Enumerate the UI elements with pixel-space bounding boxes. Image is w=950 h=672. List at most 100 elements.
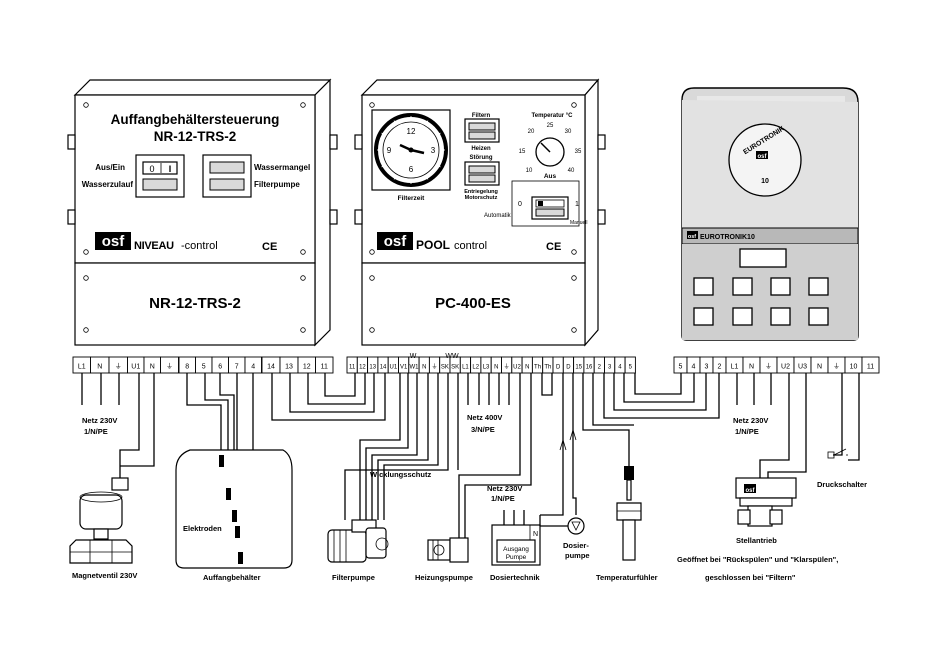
dosierpumpe-a: Dosier- (563, 541, 589, 550)
auffangbehaelter-label: Auffangbehälter (203, 573, 261, 582)
terminal-label-g4-3: 14 (380, 365, 387, 371)
terminal-label-g4-21: D (566, 365, 571, 371)
u1-model: NR-12-TRS-2 (149, 295, 241, 312)
valve-actuator: osf (736, 478, 796, 526)
u1-switch-1: I (169, 164, 172, 174)
terminal-label-g5-12: 11 (867, 364, 874, 371)
magnetventil-label: Magnetventil 230V (72, 571, 137, 580)
label-entriegelung-2: Motorschutz (465, 195, 498, 201)
terminal-label-g4-2: 13 (369, 365, 376, 371)
elektroden-label: Elektroden (183, 524, 222, 533)
u1-lamp-water-in (143, 179, 177, 190)
u1-title-1: Auffangbehältersteuerung (111, 112, 280, 127)
u2-model: PC-400-ES (435, 295, 511, 312)
u1-product-suffix: -control (181, 240, 218, 252)
eurotronik-key-4[interactable] (809, 278, 828, 295)
label-filtern: Filtern (472, 113, 491, 119)
temperaturfuehler-label: Temperaturfühler (596, 573, 658, 582)
dial-35: 35 (575, 149, 582, 155)
eurotronik-key-3[interactable] (771, 278, 790, 295)
filterpumpe-label: Filterpumpe (332, 573, 375, 582)
eurotronik-key-8[interactable] (809, 308, 828, 325)
netz3-a: Netz 230V (733, 416, 768, 425)
terminal-label-g2-3: 7 (235, 364, 239, 371)
clock-3: 3 (431, 146, 436, 155)
unit-eurotronik: EUROTRONIK osf 10 osf EUROTRONIK10 (682, 88, 858, 340)
ausgang-n: N (533, 531, 538, 538)
terminal-label-g5-1: 4 (692, 364, 696, 371)
terminal-label-g5-4: L1 (731, 364, 739, 371)
dial-40: 40 (568, 168, 575, 174)
eurotronik-key-5[interactable] (694, 308, 713, 325)
terminal-label-g5-9: N (817, 364, 822, 371)
ausgang-a: Ausgang (503, 546, 529, 553)
terminal-label-g4-18: Th (534, 365, 541, 371)
terminal-label-g1-4: N (150, 364, 155, 371)
terminal-label-g4-0: 11 (349, 365, 356, 371)
reset-button[interactable] (469, 175, 495, 182)
u1-lamp-wassermangel (210, 162, 244, 173)
filter-timer[interactable]: 12 3 6 9 (372, 110, 450, 190)
u1-power-switch[interactable]: 0 I (143, 162, 177, 174)
lamp-heizen (469, 132, 495, 139)
strip-brand: EUROTRONIK10 (700, 234, 755, 241)
terminal-label-g4-23: 16 (586, 365, 593, 371)
u1-lamp-label-bottom: Filterpumpe (254, 180, 300, 189)
u1-ce: CE (262, 241, 277, 253)
terminal-label-g1-0: L1 (78, 364, 86, 371)
geoeffnet-label: Geöffnet bei "Rückspülen" und "Klarspüle… (677, 555, 838, 564)
heating-pump (428, 538, 468, 562)
timer-label: Filterzeit (398, 195, 426, 202)
netz2-b: 3/N/PE (471, 425, 495, 434)
strip-badge: osf (688, 234, 696, 240)
terminal-label-g5-6: ⏚ (765, 363, 772, 371)
terminal-label-g4-9: SK (441, 365, 449, 371)
u2-product-line: POOL (416, 238, 450, 252)
u1-panel-left (136, 155, 184, 197)
eurotronik-key-1[interactable] (694, 278, 713, 295)
collection-tank (176, 450, 292, 568)
wicklungsschutz-label: Wicklungsschutz (370, 470, 431, 479)
label-automatik: Automatik (484, 213, 512, 219)
terminal-label-g5-0: 5 (679, 364, 683, 371)
dial-30: 30 (565, 129, 572, 135)
dial-aus: Aus (544, 173, 557, 180)
terminal-label-g5-11: 10 (850, 364, 858, 371)
eurotronik-key-6[interactable] (733, 308, 752, 325)
terminal-label-g5-8: U3 (798, 364, 807, 371)
eurotronik-key-7[interactable] (771, 308, 790, 325)
terminal-label-g4-6: W1 (409, 365, 419, 371)
mode-switch[interactable] (532, 197, 568, 219)
u1-switch-label-top: Aus/Ein (95, 163, 125, 172)
terminal-label-g5-7: U2 (781, 364, 790, 371)
terminal-label-g5-2: 3 (705, 364, 709, 371)
u1-switch-0: 0 (149, 164, 154, 174)
temperature-knob[interactable] (536, 138, 564, 166)
heizungspumpe-label: Heizungspumpe (415, 573, 473, 582)
terminal-label-g2-0: 8 (185, 364, 189, 371)
eurotronik-key-2[interactable] (733, 278, 752, 295)
terminal-label-g1-3: U1 (131, 364, 140, 371)
terminal-label-g4-22: 15 (575, 365, 582, 371)
dial-20: 20 (528, 129, 535, 135)
label-heizen: Heizen (471, 146, 491, 152)
terminal-top-ww: WW (445, 353, 459, 360)
unit-nr12: Auffangbehältersteuerung NR-12-TRS-2 Aus… (68, 80, 337, 345)
dosiertechnik-label: Dosiertechnik (490, 573, 540, 582)
stellantrieb-badge: osf (746, 488, 756, 494)
terminal-label-g4-5: V1 (400, 365, 408, 371)
u1-panel-right (203, 155, 251, 197)
dosierpumpe-b: pumpe (565, 551, 590, 560)
temp-label: Temperatur °C (532, 113, 574, 119)
u1-switch-label-bottom: Wasserzulauf (82, 180, 134, 189)
terminal-label-g3-2: 12 (303, 364, 311, 371)
u1-lamp-filterpumpe (210, 179, 244, 190)
lamp-filtern (469, 123, 495, 130)
terminal-label-g3-3: 11 (321, 364, 328, 371)
terminal-label-g3-0: 14 (267, 364, 275, 371)
terminal-label-g4-7: N (422, 365, 426, 371)
terminal-label-g4-12: L2 (472, 365, 479, 371)
u1-brand: osf (102, 233, 126, 250)
label-stoerung: Störung (470, 155, 493, 161)
terminal-label-g5-3: 2 (718, 364, 722, 371)
